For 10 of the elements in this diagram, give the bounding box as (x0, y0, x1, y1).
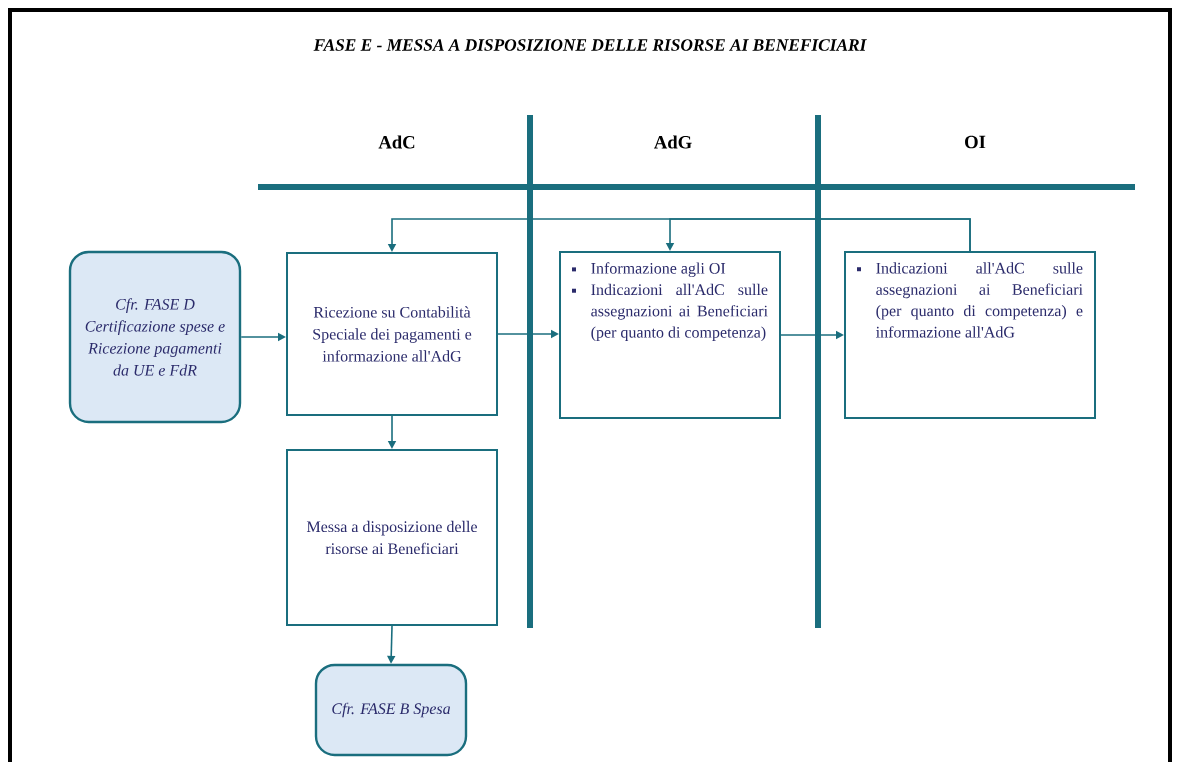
title: FASE E - MESSA A DISPOSIZIONE DELLE RISORSE AI BENEFICIARI (313, 39, 867, 51)
reference-box: Cfr. FASE B Spesa (314, 663, 468, 757)
process-box: Informazione agli OI Indicazioni all'AdC sulle assegnazioni ai Beneficiari (per quanto di competenza) (559, 251, 781, 419)
lane-header: AdC (378, 135, 415, 149)
lane-header: OI (965, 135, 986, 149)
process-box: Messa a disposizione delle risorse ai Beneficiari (286, 449, 498, 626)
process-box: Indicazioni all'AdC sulle assegnazioni ai Beneficiari (per quanto di competenza) e informazione all'AdG (844, 251, 1096, 419)
lane-header: AdG (654, 135, 692, 149)
reference-box: Cfr. FASE D Certificazione spese e Ricezione pagamenti da UE e FdR (68, 250, 242, 424)
process-box: Ricezione su Contabilità Speciale dei pagamenti e informazione all'AdG (286, 252, 498, 416)
